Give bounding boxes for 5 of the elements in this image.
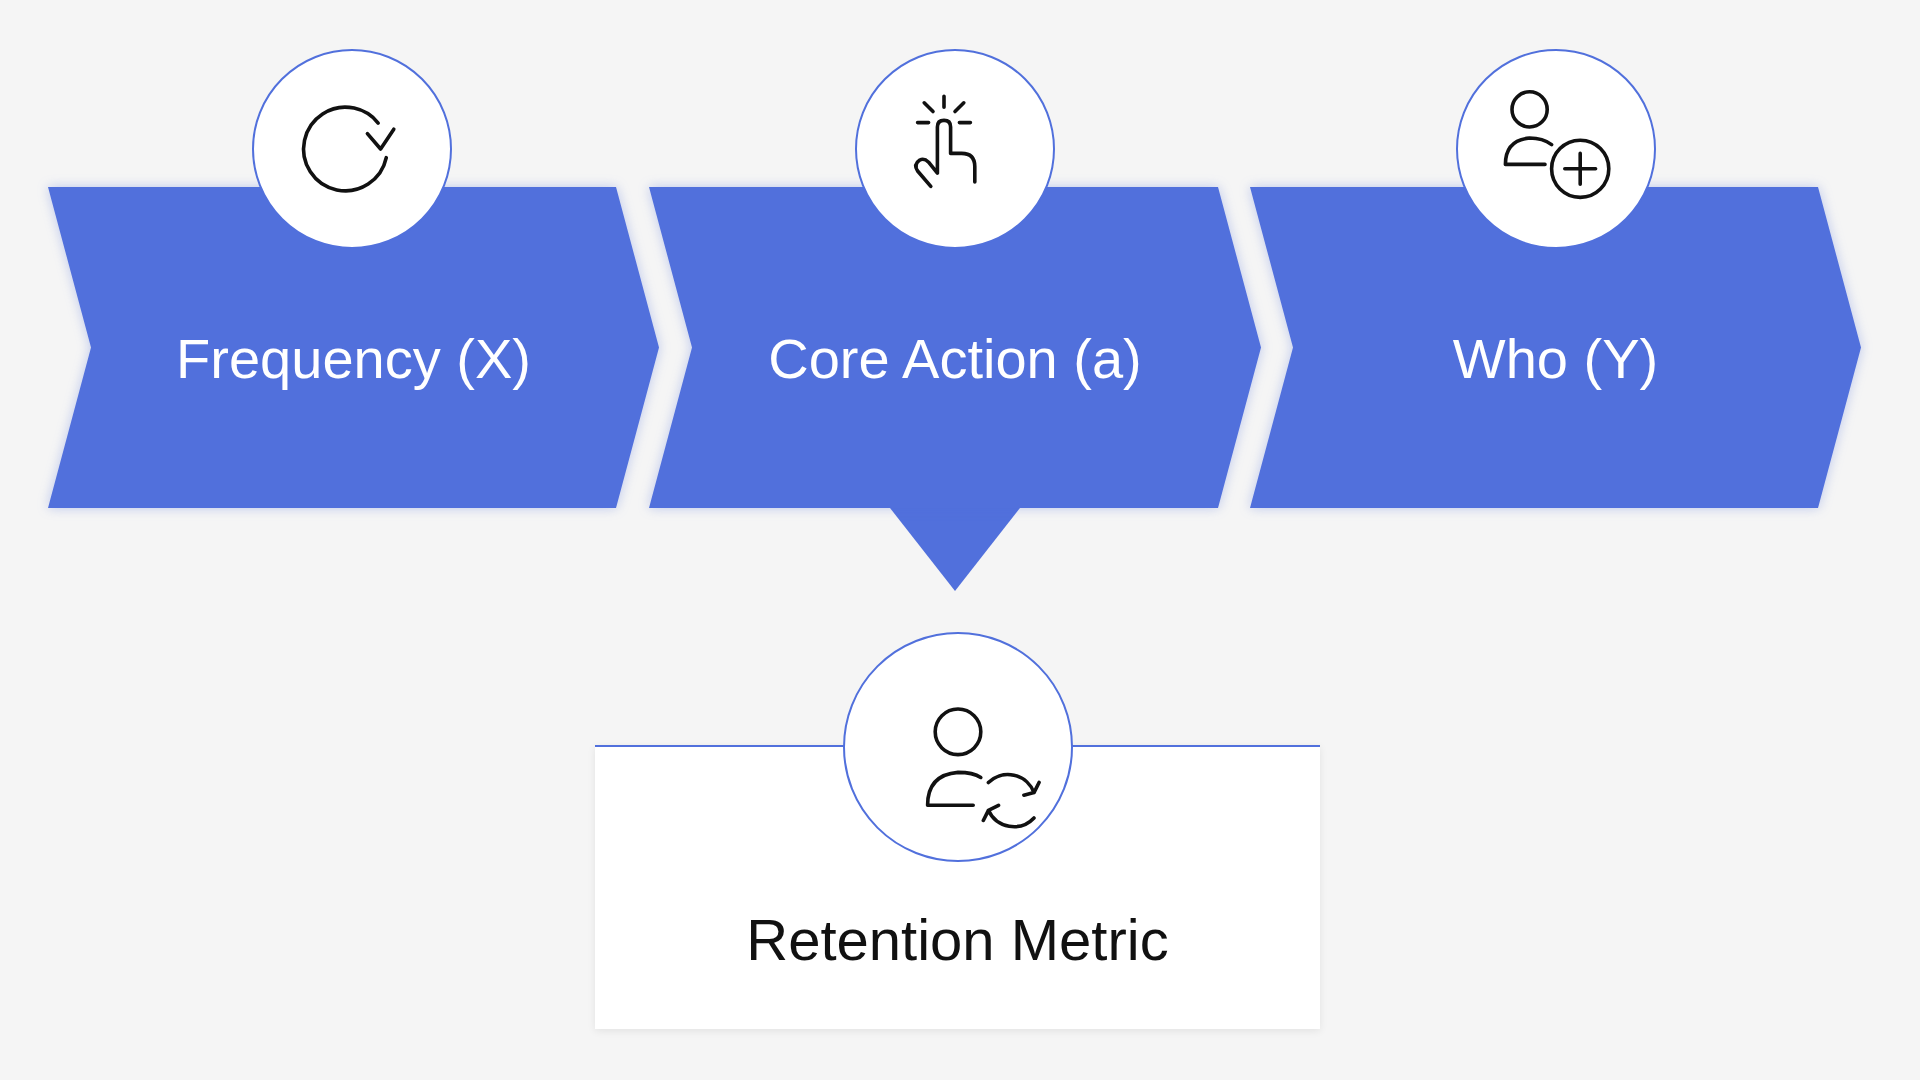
step-label: Who (Y) <box>1451 325 1660 391</box>
step-label: Core Action (a) <box>767 325 1143 391</box>
arrow <box>890 508 1020 591</box>
step-label: Frequency (X) <box>175 325 532 391</box>
result-label: Retention Metric <box>745 906 1170 973</box>
